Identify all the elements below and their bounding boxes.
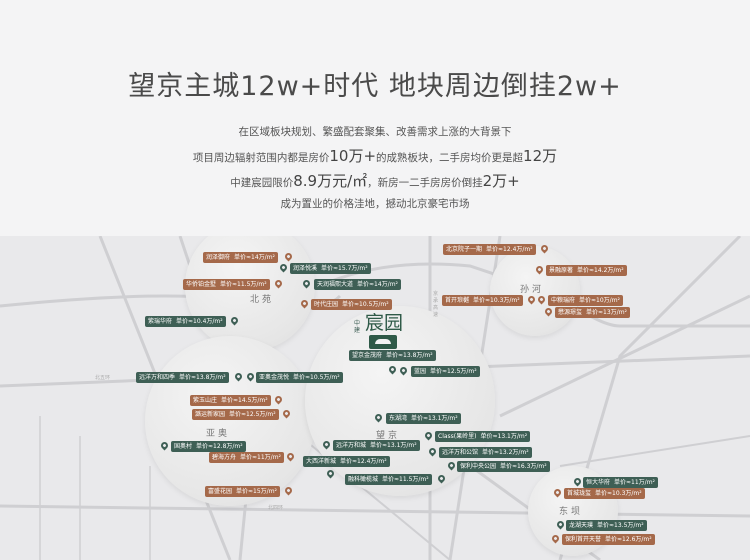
price-tag[interactable]: Class(果岭里)单价≈13.1万/m²	[435, 431, 531, 442]
price-tag[interactable]: 龙湖天璞单价≈13.5万/m²	[566, 520, 647, 531]
intro-line-2: 项目周边辐射范围内都是房价10万+的成熟板块，二手房均价更是超12万	[192, 147, 558, 165]
price-tag[interactable]: 润泽御府单价≈14万/m²	[203, 252, 278, 263]
price-tag[interactable]: 天润福熙大道单价≈14万/m²	[314, 279, 401, 290]
project-logo: 中建 宸园	[352, 308, 412, 350]
district-circle	[490, 246, 580, 336]
price-tag[interactable]: 中粮瑞府单价≈10万/m²	[548, 295, 623, 306]
price-tag[interactable]: 国奥村单价≈12.8万/m²	[171, 441, 246, 452]
intro-line-1: 在区域板块规划、繁盛配套聚集、改善需求上涨的大背景下	[238, 126, 512, 138]
price-tag[interactable]: 大西洋新城单价≈12.4万/m²	[303, 456, 390, 467]
price-tag[interactable]: 远洋万和四季单价≈13.8万/m²	[136, 372, 229, 383]
price-tag[interactable]: 懋源璟玺单价≈13万/m²	[555, 307, 630, 318]
district-circle	[145, 336, 315, 506]
area-map: 北苑 孙河 亚奥 望京 东坝 北五环 京承高速 北四环 中建 宸园 润泽御府单价…	[0, 236, 750, 560]
road-label: 北五环	[95, 375, 111, 381]
road-label: 京承高速	[433, 291, 439, 318]
price-tag[interactable]: 北京院子一期单价≈12.4万/m²	[443, 244, 536, 255]
district-label: 北苑	[250, 295, 275, 305]
road-label: 北四环	[268, 505, 284, 511]
district-label: 东坝	[559, 507, 584, 517]
price-tag[interactable]: 潞运新家园单价≈12.5万/m²	[192, 409, 279, 420]
price-tag[interactable]: 远洋万和城单价≈13.1万/m²	[333, 440, 420, 451]
price-tag[interactable]: 恒大华府单价≈11万/m²	[583, 477, 658, 488]
intro-line-3: 中建宸园限价8.9万元/㎡，新房一二手房房价倒挂2万+	[230, 172, 520, 190]
price-tag[interactable]: 碧海方舟单价≈11万/m²	[209, 452, 284, 463]
price-tag[interactable]: 望京金茂府单价≈13.8万/m²	[349, 350, 436, 361]
district-label: 望京	[376, 431, 401, 441]
price-tag[interactable]: 融科橄榄城单价≈11.5万/m²	[345, 474, 432, 485]
district-label: 亚奥	[206, 429, 231, 439]
price-tag[interactable]: 紫玉山庄单价≈14.5万/m²	[190, 395, 271, 406]
hero-section: 望京主城12w+时代 地块周边倒挂2w+ 在区域板块规划、繁盛配套聚集、改善需求…	[0, 0, 750, 236]
price-tag[interactable]: 润泽悦溪单价≈15.7万/m²	[290, 263, 371, 274]
price-tag[interactable]: 景融原著单价≈14.2万/m²	[546, 265, 627, 276]
price-tag[interactable]: 紫瑞华府单价≈10.4万/m²	[145, 316, 226, 327]
price-tag[interactable]: 首城珑玺单价≈10.3万/m²	[564, 488, 645, 499]
intro-line-4: 成为置业的价格洼地，撼动北京豪宅市场	[280, 198, 470, 210]
page-title: 望京主城12w+时代 地块周边倒挂2w+	[128, 71, 622, 102]
price-tag[interactable]: 富盛花园单价≈15万/m²	[205, 486, 280, 497]
price-tag[interactable]: 保利首开天誉单价≈12.6万/m²	[562, 534, 655, 545]
price-tag[interactable]: 首开琅樾单价≈10.3万/m²	[442, 295, 523, 306]
price-tag[interactable]: 时代庄园单价≈10.5万/m²	[311, 299, 392, 310]
price-tag[interactable]: 蓝园单价≈12.5万/m²	[411, 366, 480, 377]
price-tag[interactable]: 华侨铂金墅单价≈11.5万/m²	[183, 279, 270, 290]
price-tag[interactable]: 东湖湾单价≈13.1万/m²	[386, 413, 461, 424]
price-tag[interactable]: 远洋万和公馆单价≈13.2万/m²	[439, 447, 532, 458]
price-tag[interactable]: 保利中央公园单价≈16.3万/m²	[457, 461, 550, 472]
price-tag[interactable]: 亚奥金茂悦单价≈10.5万/m²	[256, 372, 343, 383]
district-label: 孙河	[520, 285, 545, 295]
